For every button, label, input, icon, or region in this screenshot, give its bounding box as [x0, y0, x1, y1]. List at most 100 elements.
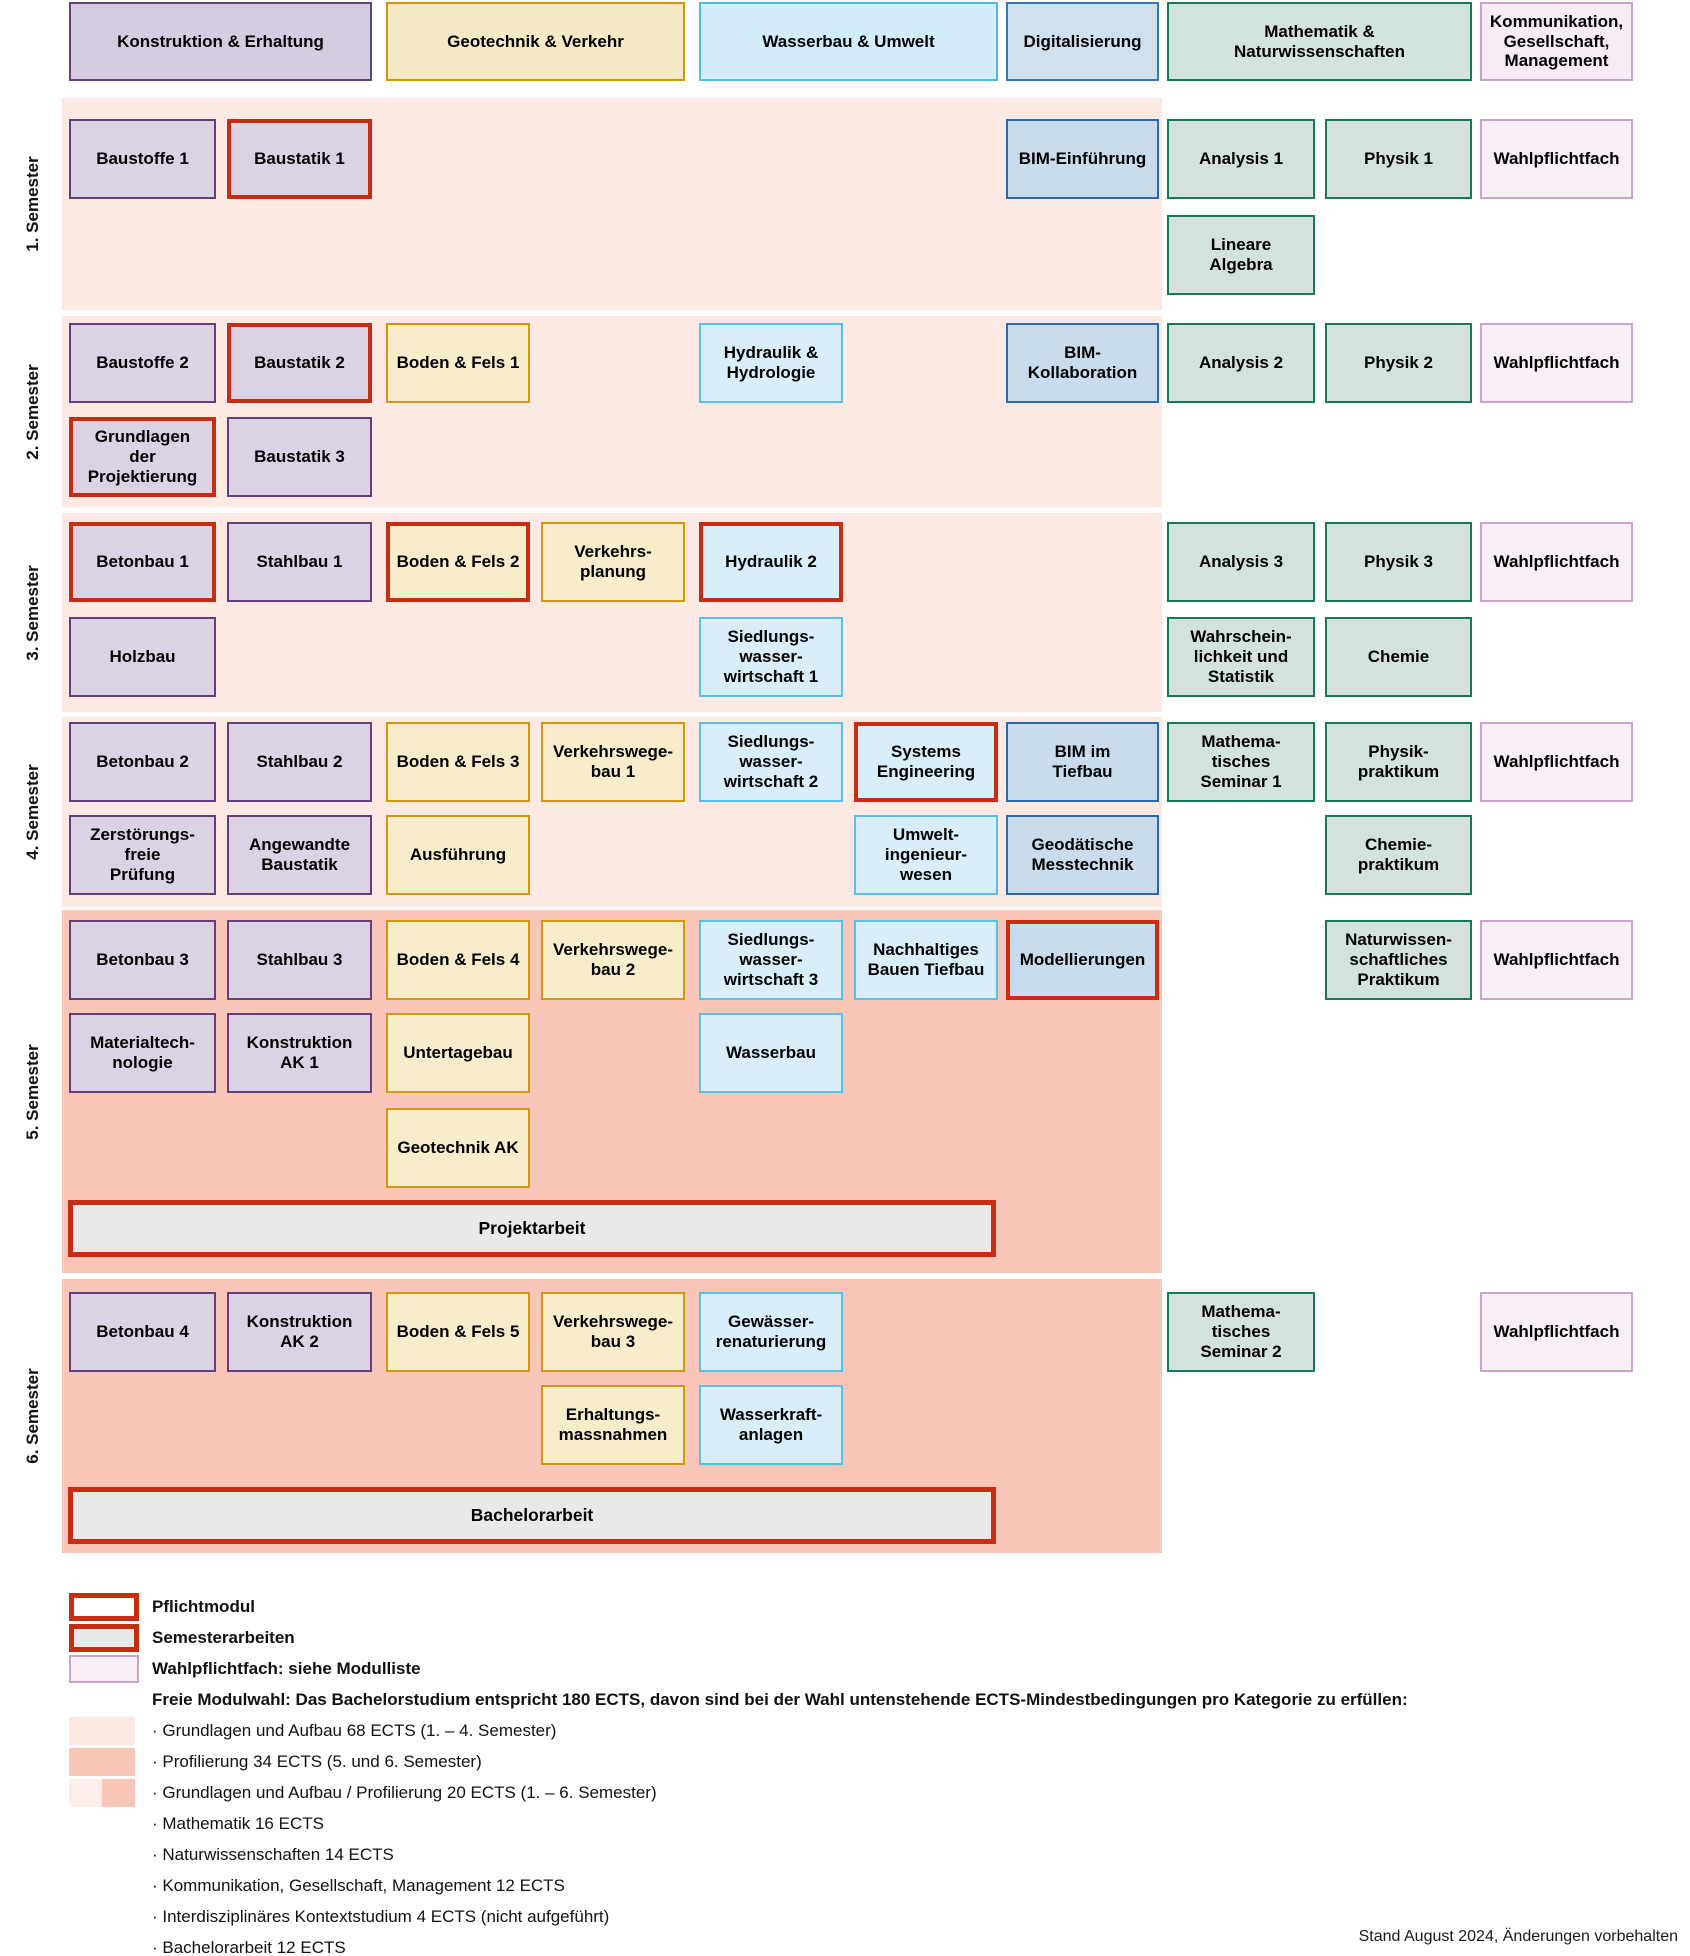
category-header-digitalisierung: Digitalisierung	[1006, 2, 1159, 81]
module-siedlungs-wasser-wirtschaft-2: Siedlungs- wasser- wirtschaft 2	[699, 722, 843, 802]
legend-intro: Freie Modulwahl: Das Bachelorstudium ent…	[152, 1690, 1408, 1709]
module-physik-3: Physik 3	[1325, 522, 1472, 602]
module-lineare-algebra: Lineare Algebra	[1167, 215, 1315, 295]
module-physik-praktikum: Physik- praktikum	[1325, 722, 1472, 802]
module-angewandte-baustatik: Angewandte Baustatik	[227, 815, 372, 895]
module-konstruktion-ak-1: Konstruktion AK 1	[227, 1013, 372, 1093]
module-betonbau-1: Betonbau 1	[69, 522, 216, 602]
module-bim-kollaboration: BIM- Kollaboration	[1006, 323, 1159, 403]
module-naturwissen-schaftliches-praktikum: Naturwissen- schaftliches Praktikum	[1325, 920, 1472, 1000]
module-verkehrs-planung: Verkehrs- planung	[541, 522, 685, 602]
module-betonbau-3: Betonbau 3	[69, 920, 216, 1000]
module-boden-und-fels-5: Boden & Fels 5	[386, 1292, 530, 1372]
module-baustatik-1: Baustatik 1	[227, 119, 372, 199]
module-systems-engineering: Systems Engineering	[854, 722, 998, 802]
legend-bullet-label: · Mathematik 16 ECTS	[152, 1814, 324, 1833]
module-ausführung: Ausführung	[386, 815, 530, 895]
module-nachhaltiges-bauen-tiefbau: Nachhaltiges Bauen Tiefbau	[854, 920, 998, 1000]
module-modellierungen: Modellierungen	[1006, 920, 1159, 1000]
module-wasserbau: Wasserbau	[699, 1013, 843, 1093]
module-physik-2: Physik 2	[1325, 323, 1472, 403]
legend-bullet-label: · Grundlagen und Aufbau 68 ECTS (1. – 4.…	[152, 1721, 557, 1740]
module-stahlbau-2: Stahlbau 2	[227, 722, 372, 802]
module-baustatik-2: Baustatik 2	[227, 323, 372, 403]
module-wahlpflichtfach: Wahlpflichtfach	[1480, 920, 1633, 1000]
semester-label-3: 3. Semester	[23, 564, 42, 661]
legend-item-label: Pflichtmodul	[152, 1597, 255, 1616]
module-hydraulik-2: Hydraulik 2	[699, 522, 843, 602]
legend-item-label: Wahlpflichtfach: siehe Modulliste	[152, 1659, 421, 1678]
legend-bullet-label: · Interdisziplinäres Kontextstudium 4 EC…	[152, 1907, 610, 1926]
module-wahlpflichtfach: Wahlpflichtfach	[1480, 323, 1633, 403]
legend-swatch-semesterarbeiten	[69, 1624, 139, 1652]
module-chemie-praktikum: Chemie- praktikum	[1325, 815, 1472, 895]
module-geodätische-messtechnik: Geodätische Messtechnik	[1006, 815, 1159, 895]
module-boden-und-fels-2: Boden & Fels 2	[386, 522, 530, 602]
legend-bullet-label: · Naturwissenschaften 14 ECTS	[152, 1845, 394, 1864]
module-wahlpflichtfach: Wahlpflichtfach	[1480, 722, 1633, 802]
module-erhaltungs-massnahmen: Erhaltungs- massnahmen	[541, 1385, 685, 1465]
category-header-wasserbau: Wasserbau & Umwelt	[699, 2, 998, 81]
footnote: Stand August 2024, Änderungen vorbehalte…	[1358, 1928, 1678, 1945]
semester-label-4: 4. Semester	[23, 764, 42, 860]
module-boden-und-fels-4: Boden & Fels 4	[386, 920, 530, 1000]
module-stahlbau-3: Stahlbau 3	[227, 920, 372, 1000]
module-mathema-tisches-seminar-1: Mathema- tisches Seminar 1	[1167, 722, 1315, 802]
module-stahlbau-1: Stahlbau 1	[227, 522, 372, 602]
legend-swatch-split	[69, 1779, 135, 1807]
semester-label-5: 5. Semester	[23, 1043, 42, 1140]
module-baustoffe-1: Baustoffe 1	[69, 119, 216, 199]
module-gewässer-renaturierung: Gewässer- renaturierung	[699, 1292, 843, 1372]
module-wahlpflichtfach: Wahlpflichtfach	[1480, 119, 1633, 199]
module-boden-und-fels-1: Boden & Fels 1	[386, 323, 530, 403]
semester-label-6: 6. Semester	[23, 1368, 42, 1464]
module-untertagebau: Untertagebau	[386, 1013, 530, 1093]
module-grundlagen-der-projektierung: Grundlagen der Projektierung	[69, 417, 216, 497]
module-materialtech-nologie: Materialtech- nologie	[69, 1013, 216, 1093]
legend-bullet-label: · Kommunikation, Gesellschaft, Managemen…	[152, 1876, 565, 1895]
legend-swatch-pflichtmodul	[69, 1593, 139, 1621]
module-wahlpflichtfach: Wahlpflichtfach	[1480, 522, 1633, 602]
module-wahlpflichtfach: Wahlpflichtfach	[1480, 1292, 1633, 1372]
module-zerstörungs-freie-prüfung: Zerstörungs- freie Prüfung	[69, 815, 216, 895]
module-betonbau-4: Betonbau 4	[69, 1292, 216, 1372]
legend-swatch-light	[69, 1717, 135, 1745]
category-header-mathematik: Mathematik & Naturwissenschaften	[1167, 2, 1472, 81]
legend-swatch-dark	[69, 1748, 135, 1776]
module-analysis-3: Analysis 3	[1167, 522, 1315, 602]
category-header-kommunikation: Kommunikation, Gesellschaft, Management	[1480, 2, 1633, 81]
module-konstruktion-ak-2: Konstruktion AK 2	[227, 1292, 372, 1372]
module-physik-1: Physik 1	[1325, 119, 1472, 199]
module-siedlungs-wasser-wirtschaft-1: Siedlungs- wasser- wirtschaft 1	[699, 617, 843, 697]
module-boden-und-fels-3: Boden & Fels 3	[386, 722, 530, 802]
module-wasserkraft-anlagen: Wasserkraft- anlagen	[699, 1385, 843, 1465]
module-projektarbeit: Projektarbeit	[68, 1200, 996, 1257]
module-bim-einführung: BIM-Einführung	[1006, 119, 1159, 199]
module-wahrschein-lichkeit-und-statistik: Wahrschein- lichkeit und Statistik	[1167, 617, 1315, 697]
legend-bullet-label: · Profilierung 34 ECTS (5. und 6. Semest…	[152, 1752, 482, 1771]
category-header-konstruktion: Konstruktion & Erhaltung	[69, 2, 372, 81]
module-verkehrswege-bau-1: Verkehrswege- bau 1	[541, 722, 685, 802]
legend-item-label: Semesterarbeiten	[152, 1628, 295, 1647]
module-verkehrswege-bau-2: Verkehrswege- bau 2	[541, 920, 685, 1000]
legend-bullet-label: · Bachelorarbeit 12 ECTS	[152, 1938, 346, 1956]
legend-swatch-wahlpflichtfach	[69, 1655, 139, 1683]
semester-label-1: 1. Semester	[23, 156, 42, 252]
module-verkehrswege-bau-3: Verkehrswege- bau 3	[541, 1292, 685, 1372]
semester-label-2: 2. Semester	[23, 363, 42, 460]
module-siedlungs-wasser-wirtschaft-3: Siedlungs- wasser- wirtschaft 3	[699, 920, 843, 1000]
module-mathema-tisches-seminar-2: Mathema- tisches Seminar 2	[1167, 1292, 1315, 1372]
module-baustatik-3: Baustatik 3	[227, 417, 372, 497]
module-baustoffe-2: Baustoffe 2	[69, 323, 216, 403]
category-header-geotechnik: Geotechnik & Verkehr	[386, 2, 685, 81]
module-geotechnik-ak: Geotechnik AK	[386, 1108, 530, 1188]
legend-bullet-label: · Grundlagen und Aufbau / Profilierung 2…	[152, 1783, 657, 1802]
module-betonbau-2: Betonbau 2	[69, 722, 216, 802]
module-umwelt-ingenieur-wesen: Umwelt- ingenieur- wesen	[854, 815, 998, 895]
module-bachelorarbeit: Bachelorarbeit	[68, 1487, 996, 1544]
module-analysis-1: Analysis 1	[1167, 119, 1315, 199]
module-chemie: Chemie	[1325, 617, 1472, 697]
module-bim-im-tiefbau: BIM im Tiefbau	[1006, 722, 1159, 802]
module-analysis-2: Analysis 2	[1167, 323, 1315, 403]
